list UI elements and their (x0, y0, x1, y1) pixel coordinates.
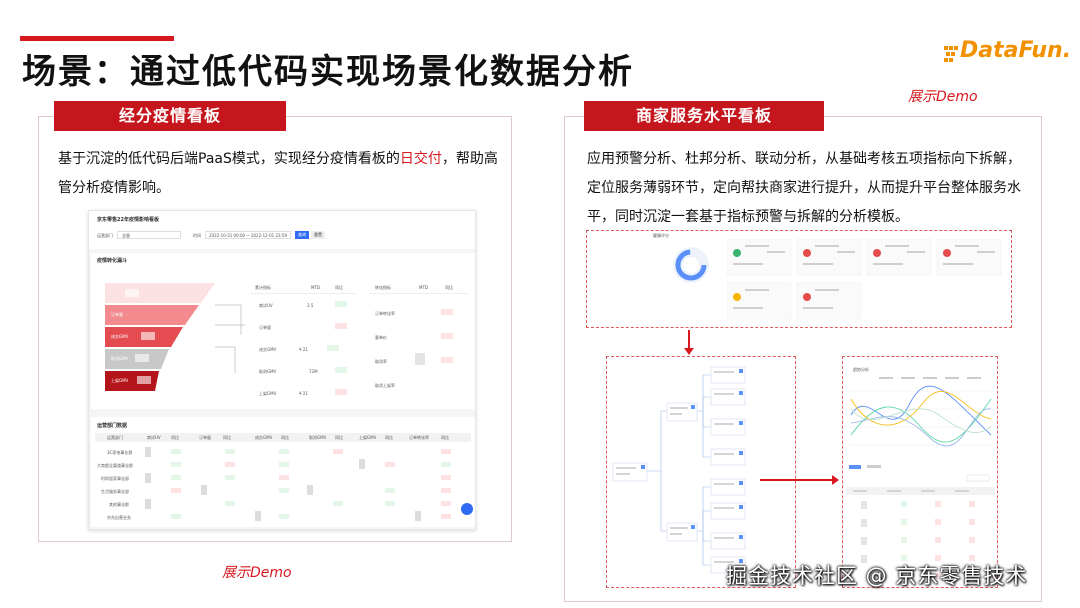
flow-arrow-right (760, 479, 834, 481)
dept-row: 京东自营业务 (107, 515, 131, 520)
metric-row: 上架GMV (259, 391, 277, 396)
funnel-title: 疫情转化漏斗 (97, 258, 128, 264)
dept-row: 时尚居家事业部 (101, 476, 129, 481)
dept-table-cells (145, 447, 451, 521)
decomposition-tree (612, 366, 746, 574)
funnel-section: 疫情转化漏斗 订单量 成交GMV 取消GMV 上架GMV 累计指标 MTD 同比 (91, 253, 475, 409)
watermark: 掘金技术社区 @ 京东零售技术 (726, 564, 1028, 588)
reset-button[interactable]: 重置 (311, 231, 325, 239)
funnel-stage-cancel-gmv: 取消GMV (111, 356, 129, 361)
left-panel-tab: 经分疫情看板 (54, 101, 286, 131)
trend-analysis-title: 趋势分析 (853, 367, 869, 372)
funnel-connectors (215, 304, 245, 373)
right-panel-description: 应用预警分析、杜邦分析、联动分析，从基础考核五项指标向下拆解，定位服务薄弱环节，… (587, 151, 1021, 225)
metric-row: 取消GMV (259, 369, 277, 374)
health-score-screenshot: 健康评分 (586, 230, 1012, 328)
filter-dept-select[interactable]: 全量 (117, 231, 181, 239)
filter-time-label: 时间 (193, 233, 201, 238)
dashboard-title: 京东零售22年疫情影响看板 (97, 217, 159, 223)
title-accent-bar (20, 36, 174, 41)
rate-row: 取消率 (375, 359, 387, 364)
filter-time-range[interactable]: 2022-10-31 00:00 ~ 2022-12-01 23:59 (205, 231, 291, 239)
metric-row: 商详UV (259, 303, 273, 308)
funnel-stage-orders: 订单量 (111, 312, 123, 317)
trend-line-chart (849, 377, 993, 447)
rate-row: 订单转化率 (375, 311, 395, 316)
conversion-metrics-table: 转化指标 MTD 同比 订单转化率 客单价 取消率 取消上架率 (369, 285, 469, 403)
slide-title: 场景：通过低代码实现场景化数据分析 (22, 52, 634, 92)
floating-chat-icon[interactable] (461, 503, 473, 515)
flow-arrow-down-head (684, 348, 694, 355)
datafun-logo: DataFun. (944, 38, 1071, 70)
left-panel-description: 基于沉淀的低代码后端PaaS模式，实现经分疫情看板的日交付，帮助高管分析疫情影响… (58, 151, 498, 196)
flow-arrow-down (688, 330, 690, 350)
metric-row: 成交GMV (259, 347, 277, 352)
epidemic-dashboard-screenshot: 京东零售22年疫情影响看板 运营部门 全量 时间 2022-10-31 00:0… (88, 210, 476, 530)
filter-dept-label: 运营部门 (97, 233, 113, 238)
dept-row: 大商超全渠道事业群 (97, 463, 133, 468)
dept-row: 3C家电事业群 (107, 450, 133, 455)
dept-row: 生活服务事业部 (101, 489, 129, 494)
indicator-decomposition-screenshot (606, 356, 796, 588)
funnel-stage-listing-gmv: 上架GMV (111, 378, 129, 383)
funnel-stage-gmv: 成交GMV (111, 334, 129, 339)
dept-row: 其他事业群 (109, 502, 129, 507)
indicator-cards (727, 239, 1002, 320)
cumulative-metrics-table: 累计指标 MTD 同比 商详UV 3.5 订单量 成交GMV ¥ 21 取消GM… (251, 285, 357, 403)
health-score-title: 健康评分 (653, 233, 669, 238)
funnel-chart (105, 283, 215, 391)
right-panel-tab: 商家服务水平看板 (584, 101, 824, 131)
dept-data-section: 运营部门数据 运营部门 商详UV 同比 订单量 同比 成交GMV 同比 取消GM… (91, 417, 475, 527)
demo-label-top-right: 展示Demo (908, 89, 978, 105)
logo-dots-icon (944, 46, 958, 62)
query-button[interactable]: 查询 (295, 231, 309, 239)
trend-analysis-screenshot: 趋势分析 (842, 356, 998, 588)
demo-label-bottom-left: 展示Demo (222, 565, 292, 581)
trend-detail-table (847, 465, 995, 579)
dept-data-title: 运营部门数据 (97, 423, 128, 429)
flow-arrow-right-head (832, 475, 839, 485)
rate-row: 取消上架率 (375, 383, 395, 388)
metric-row: 订单量 (259, 325, 271, 330)
health-score-gauge (673, 247, 709, 283)
logo-text: DataFun. (960, 38, 1072, 63)
highlight-daily-delivery: 日交付 (399, 151, 442, 167)
rate-row: 客单价 (375, 335, 387, 340)
dashboard-header: 京东零售22年疫情影响看板 运营部门 全量 时间 2022-10-31 00:0… (89, 211, 475, 249)
